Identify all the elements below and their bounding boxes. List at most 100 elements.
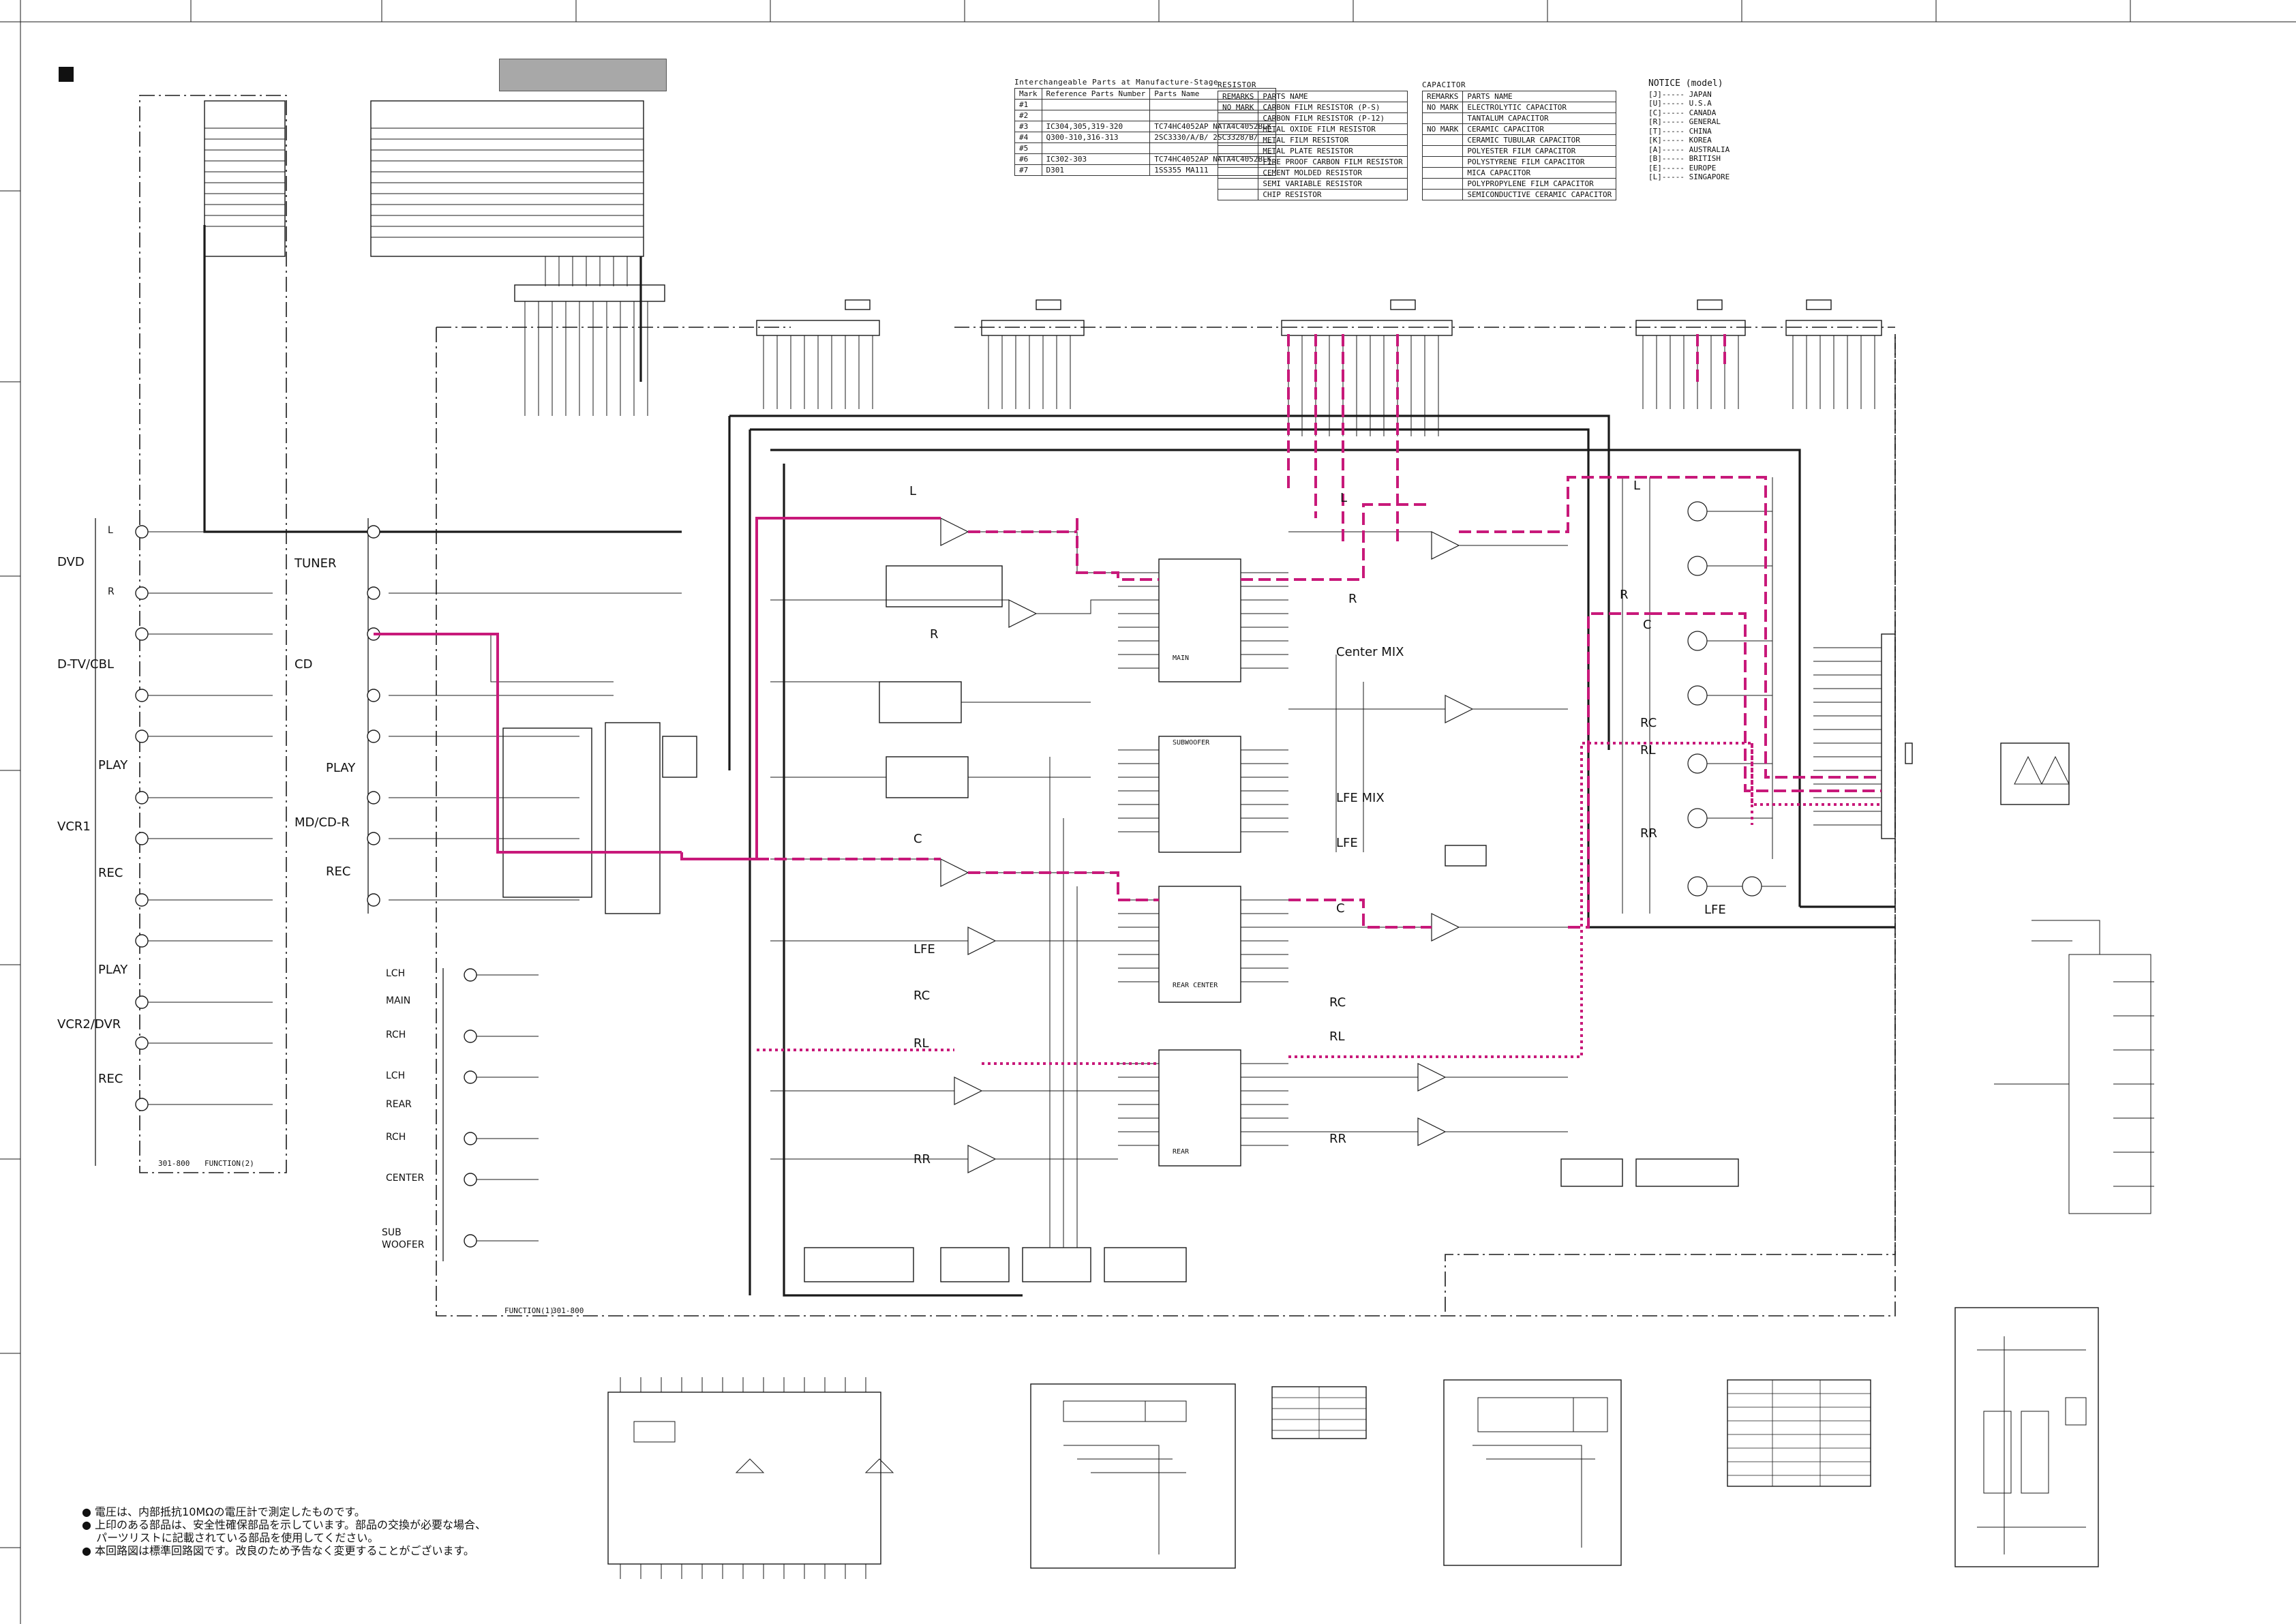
label-md-play: PLAY	[326, 761, 356, 775]
channel-l-right-label: L	[1340, 491, 1348, 505]
table-cell	[1421, 112, 1464, 124]
label-dvd: DVD	[57, 555, 85, 569]
table-cell: SEMICONDUCTIVE CERAMIC CAPACITOR	[1462, 189, 1617, 200]
table-row: CARBON FILM RESISTOR (P-12)	[1217, 112, 1408, 124]
list-item: [B]----- BRITISH	[1648, 154, 1721, 163]
output-c-label: C	[1643, 618, 1652, 632]
label-vcr1: VCR1	[57, 819, 91, 834]
table-header: PARTS NAME	[1462, 91, 1617, 102]
footnotes: ● 電圧は、内部抵抗10MΩの電圧計で測定したものです。 ● 上印のある部品は、…	[82, 1505, 486, 1557]
table-header: Reference Parts Number	[1041, 88, 1151, 100]
table-cell: FIRE PROOF CARBON FILM RESISTOR	[1258, 156, 1408, 168]
channel-c-label: C	[913, 832, 922, 846]
table-cell: #7	[1014, 164, 1042, 176]
label-dtv-cbl: D-TV/CBL	[57, 657, 115, 672]
lfe-mix-label: LFE MIX	[1336, 791, 1385, 805]
table-row: FIRE PROOF CARBON FILM RESISTOR	[1217, 156, 1408, 168]
ic-main-label: MAIN	[1173, 655, 1190, 662]
label-vcr2-rec: REC	[98, 1072, 123, 1086]
label-rear-lch: LCH	[386, 1070, 406, 1081]
list-item: [T]----- CHINA	[1648, 126, 1712, 136]
notice-title: NOTICE (model)	[1648, 78, 1723, 89]
table-cell: CHIP RESISTOR	[1258, 189, 1408, 200]
table-cell	[1041, 142, 1151, 154]
table-cell: NO MARK	[1421, 123, 1464, 135]
table-row: POLYSTYRENE FILM CAPACITOR	[1421, 156, 1617, 168]
label-vcr2-play: PLAY	[98, 963, 128, 977]
table-cell: CARBON FILM RESISTOR (P-S)	[1258, 102, 1408, 113]
header-title-block	[499, 59, 667, 91]
ic-rear-center-label: REAR CENTER	[1173, 982, 1218, 989]
table-cell	[1421, 134, 1464, 146]
table-cell: ELECTROLYTIC CAPACITOR	[1462, 102, 1617, 113]
table-cell: #4	[1014, 132, 1042, 143]
table-cell: CERAMIC TUBULAR CAPACITOR	[1462, 134, 1617, 146]
table-cell: NO MARK	[1421, 102, 1464, 113]
table-cell	[1217, 112, 1259, 124]
label-woofer: WOOFER	[382, 1239, 425, 1250]
label-main-lch: LCH	[386, 968, 406, 979]
channel-rr-label: RR	[913, 1152, 931, 1167]
table-row: MICA CAPACITOR	[1421, 167, 1617, 179]
table-cell	[1217, 145, 1259, 157]
table-cell: #2	[1014, 110, 1042, 121]
label-main-rch: RCH	[386, 1029, 406, 1040]
table-cell: TANTALUM CAPACITOR	[1462, 112, 1617, 124]
output-lfe-label: LFE	[1704, 903, 1726, 917]
label-rear: REAR	[386, 1099, 412, 1110]
ic-subwoofer-label: SUBWOOFER	[1173, 739, 1210, 747]
table-row: CEMENT MOLDED RESISTOR	[1217, 167, 1408, 179]
list-item: [K]----- KOREA	[1648, 136, 1712, 145]
list-item: [E]----- EUROPE	[1648, 163, 1717, 172]
footnote-line: ● 電圧は、内部抵抗10MΩの電圧計で測定したものです。	[82, 1505, 365, 1518]
output-rl-label: RL	[1640, 743, 1656, 757]
table-header: REMARKS	[1217, 91, 1259, 102]
table-cell	[1217, 189, 1259, 200]
table-row: CHIP RESISTOR	[1217, 189, 1408, 200]
channel-lfe-label: LFE	[913, 942, 935, 957]
table-cell: #3	[1014, 121, 1042, 132]
table-cell: IC302-303	[1041, 153, 1151, 165]
table-row: TANTALUM CAPACITOR	[1421, 112, 1617, 124]
list-item: [A]----- AUSTRALIA	[1648, 145, 1730, 154]
table-cell: METAL OXIDE FILM RESISTOR	[1258, 123, 1408, 135]
label-tuner: TUNER	[294, 556, 337, 571]
label-vcr1-play: PLAY	[98, 758, 128, 772]
table-cell: METAL PLATE RESISTOR	[1258, 145, 1408, 157]
table-cell: POLYESTER FILM CAPACITOR	[1462, 145, 1617, 157]
label-vcr1-rec: REC	[98, 866, 123, 880]
table-cell: D301	[1041, 164, 1151, 176]
resistor-table-title: RESISTOR	[1218, 80, 1256, 89]
channel-r-label: R	[930, 627, 939, 642]
ic-rear-label: REAR	[1173, 1148, 1190, 1156]
output-r-label: R	[1620, 588, 1629, 602]
board-label-function2: FUNCTION(2)	[205, 1159, 254, 1168]
table-cell	[1421, 189, 1464, 200]
label-md-rec: REC	[326, 864, 351, 879]
table-cell	[1421, 178, 1464, 190]
table-cell: POLYSTYRENE FILM CAPACITOR	[1462, 156, 1617, 168]
capacitor-table-title: CAPACITOR	[1422, 80, 1466, 89]
list-item: [J]----- JAPAN	[1648, 89, 1712, 99]
table-cell: MICA CAPACITOR	[1462, 167, 1617, 179]
label-vcr2-dvr: VCR2/DVR	[57, 1017, 121, 1032]
list-item: [C]----- CANADA	[1648, 108, 1717, 117]
table-cell	[1421, 156, 1464, 168]
table-cell	[1217, 178, 1259, 190]
table-cell	[1041, 99, 1151, 110]
channel-r-right-label: R	[1348, 592, 1357, 606]
table-cell: CERAMIC CAPACITOR	[1462, 123, 1617, 135]
label-md-cdr: MD/CD-R	[294, 815, 350, 830]
center-mix-label: Center MIX	[1336, 645, 1404, 659]
table-row: CERAMIC TUBULAR CAPACITOR	[1421, 134, 1617, 146]
table-cell	[1421, 167, 1464, 179]
table-cell: NO MARK	[1217, 102, 1259, 113]
label-center: CENTER	[386, 1173, 425, 1184]
table-cell	[1041, 110, 1151, 121]
board-code-left: 301-800	[158, 1159, 190, 1168]
table-row: POLYESTER FILM CAPACITOR	[1421, 145, 1617, 157]
